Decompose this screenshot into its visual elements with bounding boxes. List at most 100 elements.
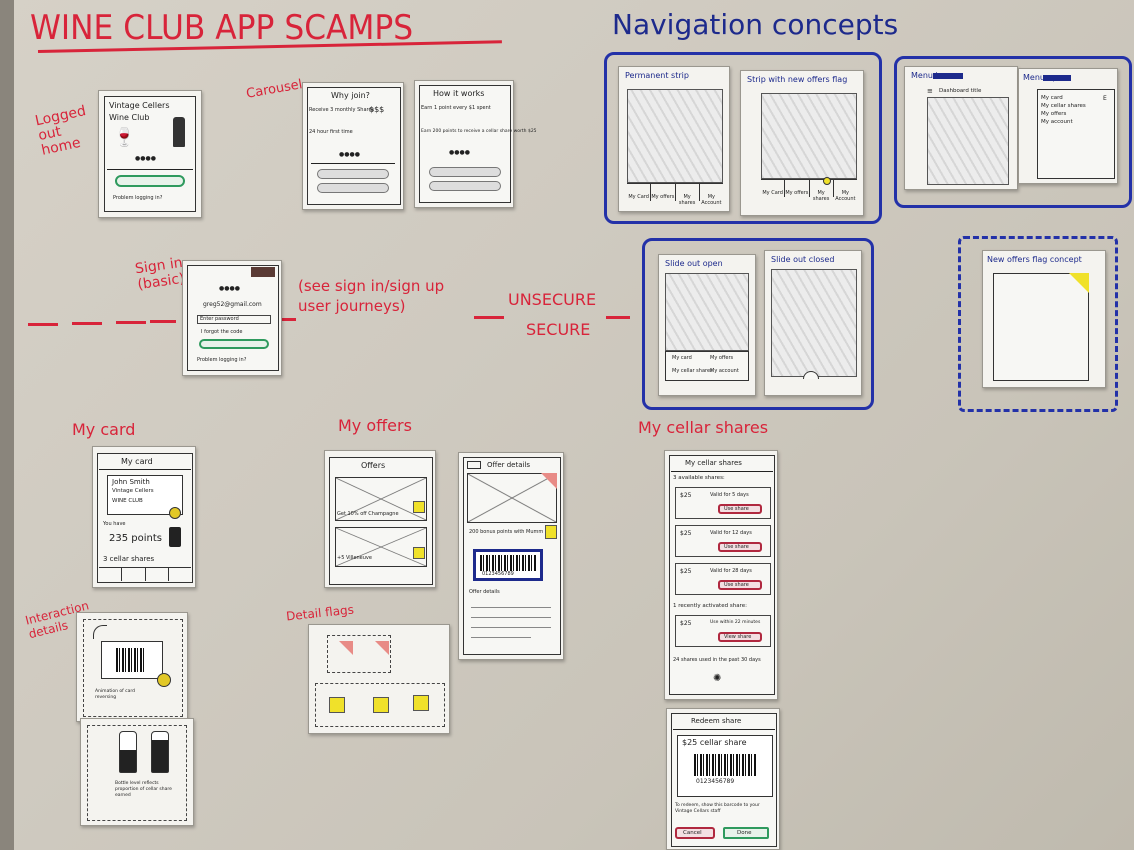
drawer-item[interactable]: My card — [672, 355, 692, 361]
loading-spinner-icon: ✺ — [713, 673, 722, 684]
divider-dash — [28, 323, 58, 326]
home-footer[interactable]: Problem logging in? — [113, 195, 163, 201]
barcode — [694, 754, 756, 776]
email-field[interactable]: greg52@gmail.com — [203, 301, 262, 308]
new-offers-flag — [823, 177, 831, 185]
tab-item[interactable]: My shares — [676, 184, 700, 206]
phone-frame — [97, 453, 193, 583]
dashboard-title: Dashboard title — [939, 88, 982, 94]
close-icon[interactable]: E — [1103, 95, 1107, 102]
yellow-flag — [329, 697, 345, 713]
tab-strip: My Card My offers My shares My Account — [761, 179, 857, 202]
offer-details-title: Offer details — [487, 461, 531, 469]
label-sign-in-text: Sign in (basic) — [134, 254, 186, 294]
tab-item[interactable] — [99, 568, 123, 581]
divider-dash — [474, 316, 504, 319]
main-title: WINE CLUB APP SCAMPS — [30, 8, 414, 48]
offer-tile[interactable] — [335, 477, 427, 521]
password-field[interactable]: Enter password — [197, 315, 271, 324]
button-placeholder[interactable] — [429, 181, 501, 191]
tab-item[interactable]: My Account — [835, 190, 856, 202]
card-interaction-card: Animation of card reversing — [76, 612, 188, 722]
barcode-digits: 0123456789 — [482, 571, 514, 577]
redeem-voucher: $25 cellar share 0123456789 — [677, 735, 773, 797]
card-offer-details: Offer details 200 bonus points with Mumm… — [458, 452, 564, 660]
offer-image — [467, 473, 557, 523]
drawer-item[interactable]: My account — [710, 368, 739, 374]
menu-hamburger-icon[interactable]: ≡ — [927, 87, 933, 95]
button-placeholder[interactable] — [317, 183, 389, 193]
menu-item[interactable]: My card — [1041, 95, 1063, 101]
button-placeholder[interactable] — [317, 169, 389, 179]
nav-slide-out-closed: Slide out closed — [764, 250, 862, 396]
card-redeem-share: Redeem share $25 cellar share 0123456789… — [666, 708, 780, 850]
redacted-mark — [933, 73, 963, 79]
use-share-label: Use share — [724, 582, 749, 588]
label-see-journeys: (see sign in/sign up user journeys) — [298, 276, 470, 316]
why-join-title: Why join? — [331, 91, 370, 100]
sign-in-dots: ●●●● — [219, 285, 240, 292]
nav-permanent-strip: Permanent strip My Card My offers My sha… — [618, 66, 730, 212]
phone-frame — [669, 455, 775, 695]
cancel-button[interactable]: Cancel — [675, 827, 715, 839]
redeem-digits: 0123456789 — [696, 778, 735, 785]
rotate-arrow-icon — [93, 625, 107, 639]
nav-frame-slide — [642, 238, 874, 410]
view-share-button[interactable]: View share — [718, 632, 762, 642]
menu-item[interactable]: My cellar shares — [1041, 103, 1086, 109]
pink-flag — [339, 641, 353, 655]
use-share-button[interactable]: Use share — [718, 580, 762, 590]
label-secure: SECURE — [526, 320, 591, 339]
forgot-link[interactable]: I forgot the code — [201, 329, 243, 335]
card-why-join: Why join? Receive 3 monthly Shares $$$ 2… — [302, 82, 404, 210]
divider-line — [671, 471, 773, 472]
label-unsecure: UNSECURE — [508, 290, 597, 309]
use-share-label: Use share — [724, 506, 749, 512]
pink-flag — [375, 641, 389, 655]
join-button[interactable] — [115, 175, 185, 187]
back-button[interactable] — [467, 461, 481, 469]
done-button[interactable]: Done — [723, 827, 769, 839]
use-share-button[interactable]: Use share — [718, 504, 762, 514]
board-edge — [0, 0, 14, 850]
card-club-line2: WINE CLUB — [112, 498, 143, 504]
tab-item[interactable] — [122, 568, 146, 581]
button-placeholder[interactable] — [429, 167, 501, 177]
divider-line — [673, 729, 775, 730]
points-badge — [169, 507, 181, 519]
share-item[interactable]: $25 Valid for 12 days Use share — [675, 525, 771, 557]
use-share-button[interactable]: Use share — [718, 542, 762, 552]
tab-item[interactable]: My Account — [701, 194, 722, 206]
share-item[interactable]: $25 Valid for 5 days Use share — [675, 487, 771, 519]
divider-dash — [116, 321, 146, 324]
menu-item[interactable]: My offers — [1041, 111, 1067, 117]
drawer-item[interactable]: My offers — [710, 355, 734, 361]
anim-note-text: Animation of card reversing — [95, 689, 135, 700]
sign-in-button[interactable] — [199, 339, 269, 349]
barcode — [116, 648, 146, 672]
text-line — [471, 637, 531, 638]
offer-row: Get 10% off Champagne — [337, 511, 399, 517]
share-item[interactable]: $25 Use within 22 minutes View share — [675, 615, 771, 647]
label-my-offers: My offers — [338, 416, 412, 435]
tab-item[interactable]: My shares — [810, 180, 834, 202]
share-item[interactable]: $25 Valid for 28 days Use share — [675, 563, 771, 595]
tab-item[interactable]: My offers — [651, 184, 676, 201]
dashed-frame — [327, 635, 391, 673]
tab-item[interactable] — [169, 568, 191, 581]
nav-title: Navigation concepts — [612, 8, 899, 41]
screen-placeholder — [771, 269, 857, 377]
wine-glass-icon: 🍷 — [113, 127, 136, 148]
text-line — [471, 607, 551, 608]
screen-placeholder — [665, 273, 749, 351]
tab-item[interactable] — [146, 568, 169, 581]
redeem-note: To redeem, show this barcode to your Vin… — [675, 803, 771, 815]
offer-tile[interactable] — [335, 527, 427, 567]
tab-item[interactable]: My Card — [627, 184, 652, 201]
menu-item[interactable]: My account — [1041, 119, 1073, 125]
tab-item[interactable]: My Card — [761, 180, 786, 197]
tab-item[interactable]: My offers — [785, 180, 810, 197]
drawer-item[interactable]: My cellar shares — [672, 368, 713, 374]
cellar-shares-link[interactable]: 3 cellar shares — [103, 555, 155, 563]
sign-in-footer[interactable]: Problem logging in? — [197, 357, 247, 363]
